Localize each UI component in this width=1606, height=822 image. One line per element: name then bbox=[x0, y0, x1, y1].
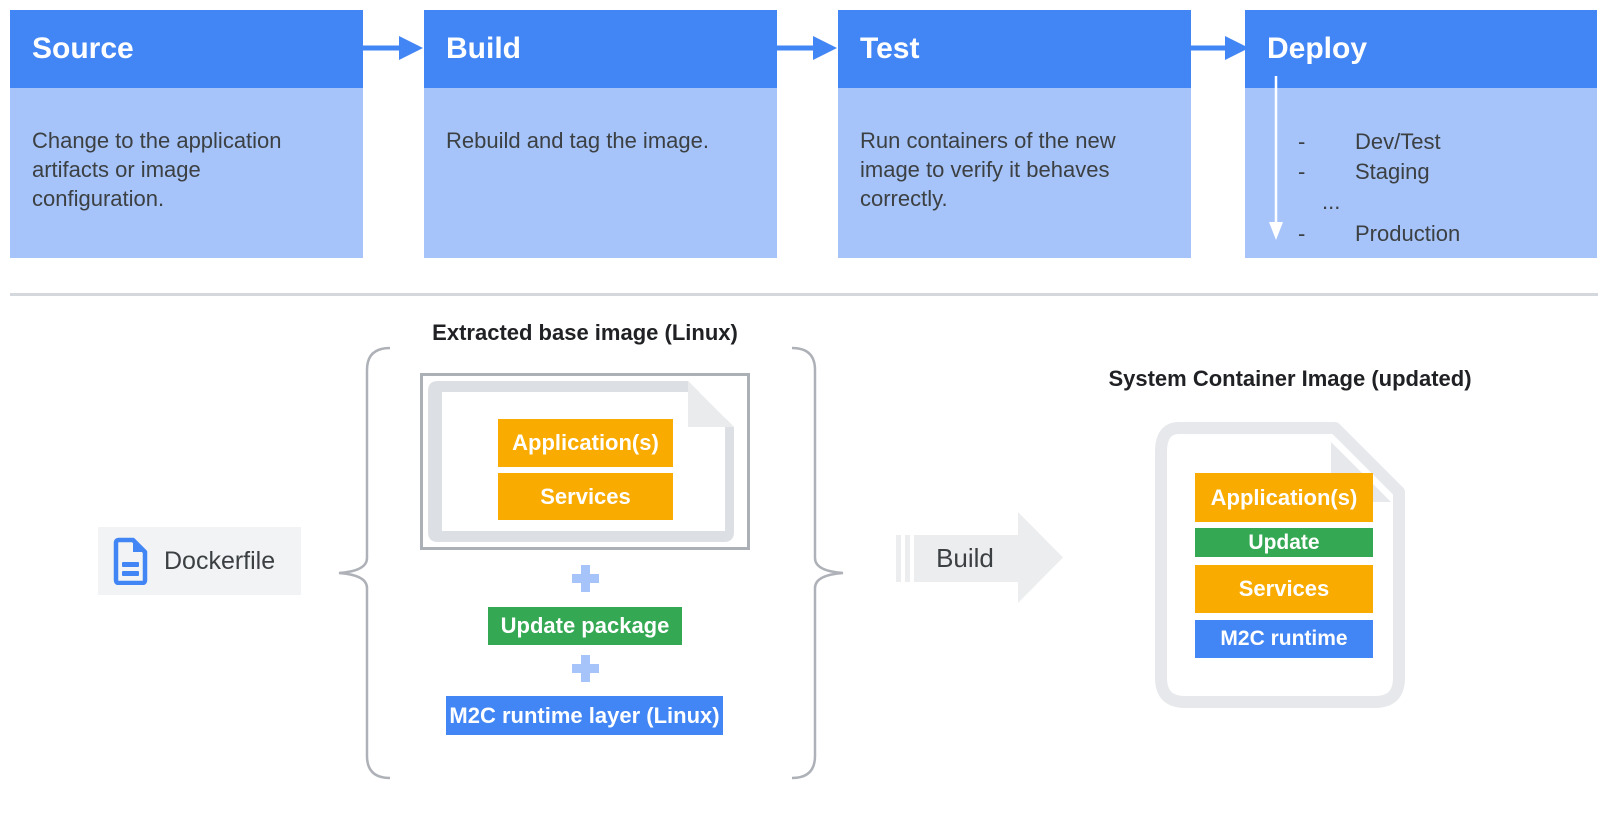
stage-title: Source bbox=[32, 32, 134, 65]
result-layer-services: Services bbox=[1195, 565, 1373, 613]
flow-arrow-icon bbox=[1189, 36, 1249, 60]
result-layer-update: Update bbox=[1195, 528, 1373, 557]
environment-item-ellipsis: ... bbox=[1298, 189, 1568, 215]
environment-label: Production bbox=[1355, 221, 1461, 246]
deploy-sequence-arrow-icon bbox=[1269, 76, 1283, 240]
stage-card-source: Source Change to the application artifac… bbox=[10, 10, 363, 258]
section-divider bbox=[10, 293, 1598, 296]
stage-header: Build bbox=[424, 10, 777, 88]
layer-applications: Application(s) bbox=[498, 419, 673, 467]
dockerfile-chip: Dockerfile bbox=[98, 527, 301, 595]
stage-card-deploy: Deploy - Dev/Test - Staging ... - Produc… bbox=[1245, 10, 1597, 258]
extracted-base-image-title: Extracted base image (Linux) bbox=[432, 320, 738, 345]
build-arrow-icon bbox=[896, 512, 1063, 603]
stage-title: Deploy bbox=[1267, 32, 1368, 65]
stage-header: Test bbox=[838, 10, 1191, 88]
build-arrow-label: Build bbox=[936, 543, 994, 573]
stage-title: Test bbox=[860, 32, 920, 65]
deploy-environment-list: - Dev/Test - Staging ... - Production bbox=[1298, 127, 1568, 249]
list-dash: - bbox=[1298, 221, 1306, 246]
stage-header: Deploy bbox=[1245, 10, 1597, 88]
list-dash: - bbox=[1298, 129, 1306, 154]
result-layer-applications: Application(s) bbox=[1195, 473, 1373, 522]
result-layer-m2c-runtime: M2C runtime bbox=[1195, 620, 1373, 658]
layer-services: Services bbox=[498, 473, 673, 520]
left-brace-icon bbox=[338, 346, 391, 780]
environment-label: ... bbox=[1322, 189, 1341, 214]
stage-body bbox=[1245, 88, 1597, 258]
stage-description: Rebuild and tag the image. bbox=[424, 88, 777, 258]
flow-arrow-icon bbox=[363, 36, 423, 60]
right-brace-icon bbox=[791, 346, 844, 780]
layer-m2c-runtime: M2C runtime layer (Linux) bbox=[446, 696, 723, 735]
stage-header: Source bbox=[10, 10, 363, 88]
dockerfile-label: Dockerfile bbox=[164, 546, 276, 575]
stage-description: Change to the application artifacts or i… bbox=[10, 88, 363, 258]
system-container-image-title: System Container Image (updated) bbox=[1108, 366, 1472, 391]
environment-label: Dev/Test bbox=[1355, 129, 1441, 154]
plus-icon bbox=[572, 565, 599, 592]
environment-label: Staging bbox=[1355, 159, 1430, 184]
plus-icon bbox=[572, 655, 599, 682]
layer-update-package: Update package bbox=[488, 607, 682, 645]
dockerfile-file-icon bbox=[113, 537, 148, 585]
stage-card-build: Build Rebuild and tag the image. bbox=[424, 10, 777, 258]
environment-item: - Dev/Test bbox=[1298, 127, 1568, 157]
stage-description: Run containers of the new image to verif… bbox=[838, 88, 1191, 258]
stage-card-test: Test Run containers of the new image to … bbox=[838, 10, 1191, 258]
stage-title: Build bbox=[446, 32, 521, 65]
environment-item: - Production bbox=[1298, 219, 1568, 249]
list-dash: - bbox=[1298, 159, 1306, 184]
flow-arrow-icon bbox=[777, 36, 837, 60]
environment-item: - Staging bbox=[1298, 157, 1568, 187]
